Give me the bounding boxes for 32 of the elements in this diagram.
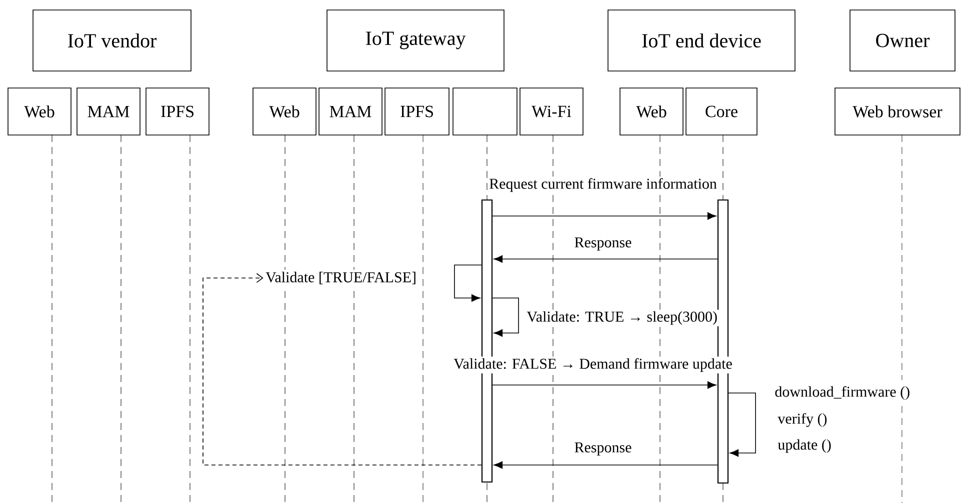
participant-box: Web — [252, 88, 316, 136]
edge-label: Validate: TRUE → sleep(3000) — [525, 310, 719, 326]
participant-box: IPFS — [384, 88, 450, 136]
text-label: verify () — [776, 412, 829, 428]
self-message-arrow — [454, 264, 482, 302]
message-arrow — [492, 381, 716, 389]
message-arrow — [492, 212, 716, 220]
edge-label: Response — [572, 236, 634, 252]
self-message-arrow — [492, 298, 519, 337]
participant-box: Web browser — [834, 88, 960, 136]
message-arrow — [494, 255, 718, 263]
self-message-arrow — [728, 392, 756, 457]
participant-box: Web — [8, 88, 72, 136]
participant-box — [452, 88, 518, 136]
participant-box: Wi-Fi — [520, 88, 584, 136]
participant-box: IPFS — [146, 88, 210, 136]
edge-label: download_firmware () — [773, 384, 912, 402]
edge-label: Validate: FALSE → Demand firmware update — [452, 356, 734, 374]
participant-box: Web — [620, 88, 684, 136]
participant-box: MAM — [318, 88, 382, 136]
header-box: IoT end device — [608, 10, 796, 72]
header-box: IoT gateway — [326, 10, 504, 72]
participant-box: MAM — [76, 88, 140, 136]
edge-label: Response — [572, 440, 634, 457]
message-text: Validate [TRUE/FALSE] — [264, 270, 418, 286]
message-arrow — [494, 461, 718, 469]
text-label: update () — [776, 438, 833, 454]
return-arrow — [202, 273, 482, 466]
edge-label: Request current firmware information — [488, 176, 718, 194]
header-box: Owner — [850, 10, 956, 72]
header-box: IoT vendor — [32, 10, 192, 72]
participant-box: Core — [686, 88, 758, 136]
